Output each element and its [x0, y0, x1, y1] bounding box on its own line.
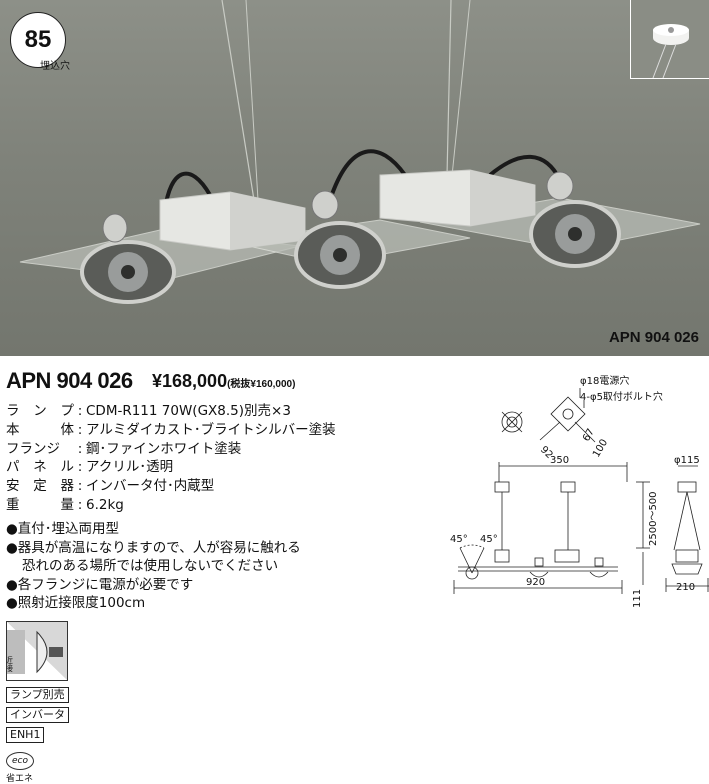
product-photo: 85 埋込穴 APN 904 026 [0, 0, 709, 356]
spec-key: 本体 [6, 421, 74, 438]
note-item: ●各フランジに電源が必要です [6, 576, 194, 593]
tag-enh1: ENH1 [6, 727, 45, 743]
spec-row-flange: フランジ:鋼･ファインホワイト塗装 [6, 440, 242, 457]
spec-value: CDM-R111 70W(GX8.5)別売×3 [86, 403, 291, 419]
photo-product-code: APN 904 026 [608, 329, 699, 346]
price-value: ¥168,000 [152, 371, 228, 391]
note-item: ●器具が高温になりますので、人が容易に触れる [6, 539, 301, 556]
dim-angle-left: 45° [450, 534, 468, 545]
product-code: APN 904 026 [6, 368, 133, 393]
notes-list: ●直付･埋込両用型 ●器具が高温になりますので、人が容易に触れる 恐れのある場所… [6, 520, 301, 613]
dim-bolt-holes: 4-φ5取付ボルト穴 [580, 390, 663, 403]
spec-key: パネル [6, 459, 74, 476]
spec-key: 重量 [6, 496, 74, 513]
spec-value: インバータ付･内蔵型 [86, 478, 215, 495]
dim-111: 111 [632, 589, 643, 608]
spec-key: フランジ [6, 440, 60, 457]
spec-value: 鋼･ファインホワイト塗装 [86, 440, 242, 457]
eco-mark: eco 省エネ [6, 752, 34, 784]
dim-hanging-length: 2500～500 [648, 491, 659, 546]
product-price: ¥168,000(税抜¥160,000) [152, 371, 295, 392]
dim-210: 210 [676, 582, 695, 593]
price-tax-excluded: (税抜¥160,000) [227, 379, 296, 390]
hole-size-badge: 85 [10, 12, 66, 68]
dim-angle-right: 45° [480, 534, 498, 545]
spec-list: ランプ:CDM-R111 70W(GX8.5)別売×3 本体:アルミダイカスト･… [6, 402, 336, 515]
proximity-label: 近接 [7, 655, 14, 673]
dim-power-hole: φ18電源穴 [580, 374, 629, 387]
note-item: ●照射近接限度100cm [6, 595, 146, 611]
spec-key: 安定器 [6, 478, 74, 495]
spec-row-weight: 重量:6.2kg [6, 496, 124, 513]
spec-value: アクリル･透明 [86, 459, 174, 476]
spec-row-ballast: 安定器:インバータ付･内蔵型 [6, 478, 215, 495]
tag-inverter: インバータ [6, 707, 69, 723]
ceiling-mount-inset [630, 0, 709, 79]
spec-key: ランプ [6, 403, 74, 419]
note-item: 恐れのある場所では使用しないでください [22, 558, 279, 574]
dim-350: 350 [550, 455, 569, 466]
fixture-illustration [19, 0, 701, 304]
note-item: ●直付･埋込両用型 [6, 521, 120, 537]
eco-text: 省エネ [6, 774, 34, 784]
spec-row-panel: パネル:アクリル･透明 [6, 459, 174, 476]
lamp-icon: 近接 [7, 622, 67, 680]
spec-value: 6.2kg [86, 496, 124, 513]
proximity-limit-icon: 近接 [6, 621, 68, 681]
spec-value: アルミダイカスト･ブライトシルバー塗装 [86, 421, 336, 438]
dim-920: 920 [526, 577, 545, 588]
spec-row-body: 本体:アルミダイカスト･ブライトシルバー塗装 [6, 421, 336, 438]
tag-lamp-sold-separately: ランプ別売 [6, 687, 69, 703]
eco-icon: eco [6, 752, 34, 770]
ceiling-mount-illustration [652, 24, 689, 78]
spec-row-lamp: ランプ:CDM-R111 70W(GX8.5)別売×3 [6, 403, 291, 419]
dimension-drawing: φ18電源穴 4-φ5取付ボルト穴 92 67 100 350 φ115 250… [450, 374, 709, 608]
hole-size-caption: 埋込穴 [40, 61, 70, 72]
dim-phi115: φ115 [674, 455, 700, 466]
